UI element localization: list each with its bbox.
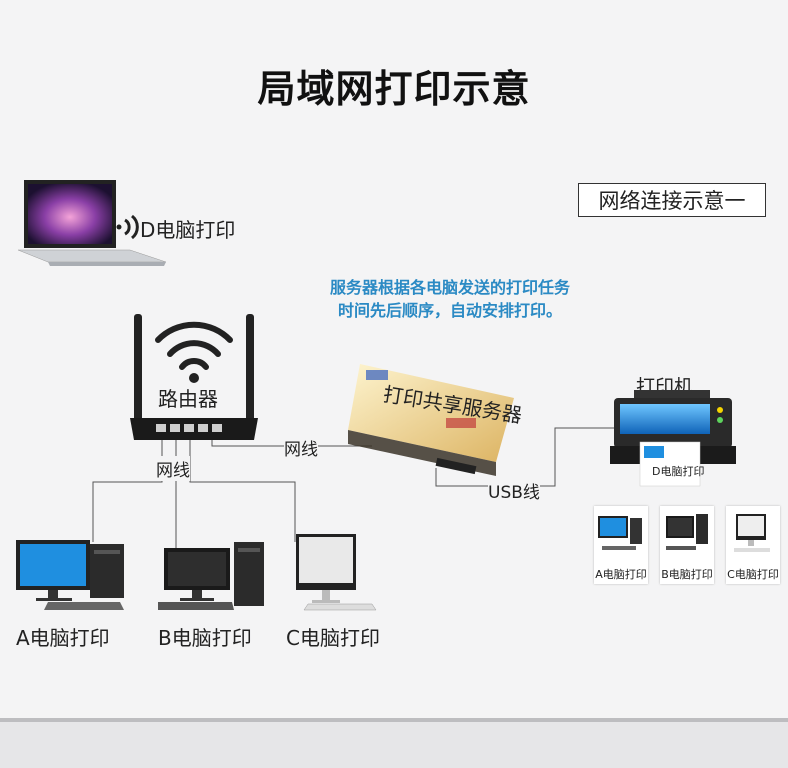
usb-cable-label: USB线 [488,478,540,503]
laptop-icon [18,180,166,266]
router-server-cable [211,440,372,447]
thumbnail-c-label: C电脑打印 [727,568,779,581]
router-icon [130,314,258,440]
thumbnail-a-label: A电脑打印 [595,568,647,581]
thumbnail-b-pc-icon [666,514,708,550]
pc-b-icon [158,542,264,610]
thumbnail-b: B电脑打印 [660,506,714,584]
thumbnail-c: C电脑打印 [726,506,780,584]
cable-pc-c [189,440,296,542]
footer-band [0,718,788,768]
cable-pc-a [92,440,163,542]
pc-c-label: C电脑打印 [286,626,380,650]
router-label: 路由器 [158,387,218,411]
laptop-label: D电脑打印 [140,218,236,242]
printer-screen-label: D电脑打印 [652,465,705,478]
thumbnail-b-label: B电脑打印 [661,568,713,581]
legend-box: 网络连接示意一 [578,183,766,217]
wifi-signal-icon [116,214,139,240]
page-title: 局域网打印示意 [257,67,531,111]
pc-b-label: B电脑打印 [158,626,252,650]
printer-icon [610,390,736,487]
note-line-2: 时间先后顺序，自动安排打印。 [337,301,562,320]
pc-c-icon [296,534,377,611]
thumbnail-a: A电脑打印 [594,506,648,584]
note-line-1: 服务器根据各电脑发送的打印任务 [329,278,570,297]
usb-cable [435,427,618,487]
thumbnail-c-pc-icon [734,514,770,552]
server-cable-label: 网线 [284,435,318,460]
pc-a-icon [16,540,124,610]
router-cable-label: 网线 [156,456,190,481]
thumbnail-a-pc-icon [598,516,642,550]
print-server-icon [348,364,514,476]
pc-a-label: A电脑打印 [16,626,110,650]
